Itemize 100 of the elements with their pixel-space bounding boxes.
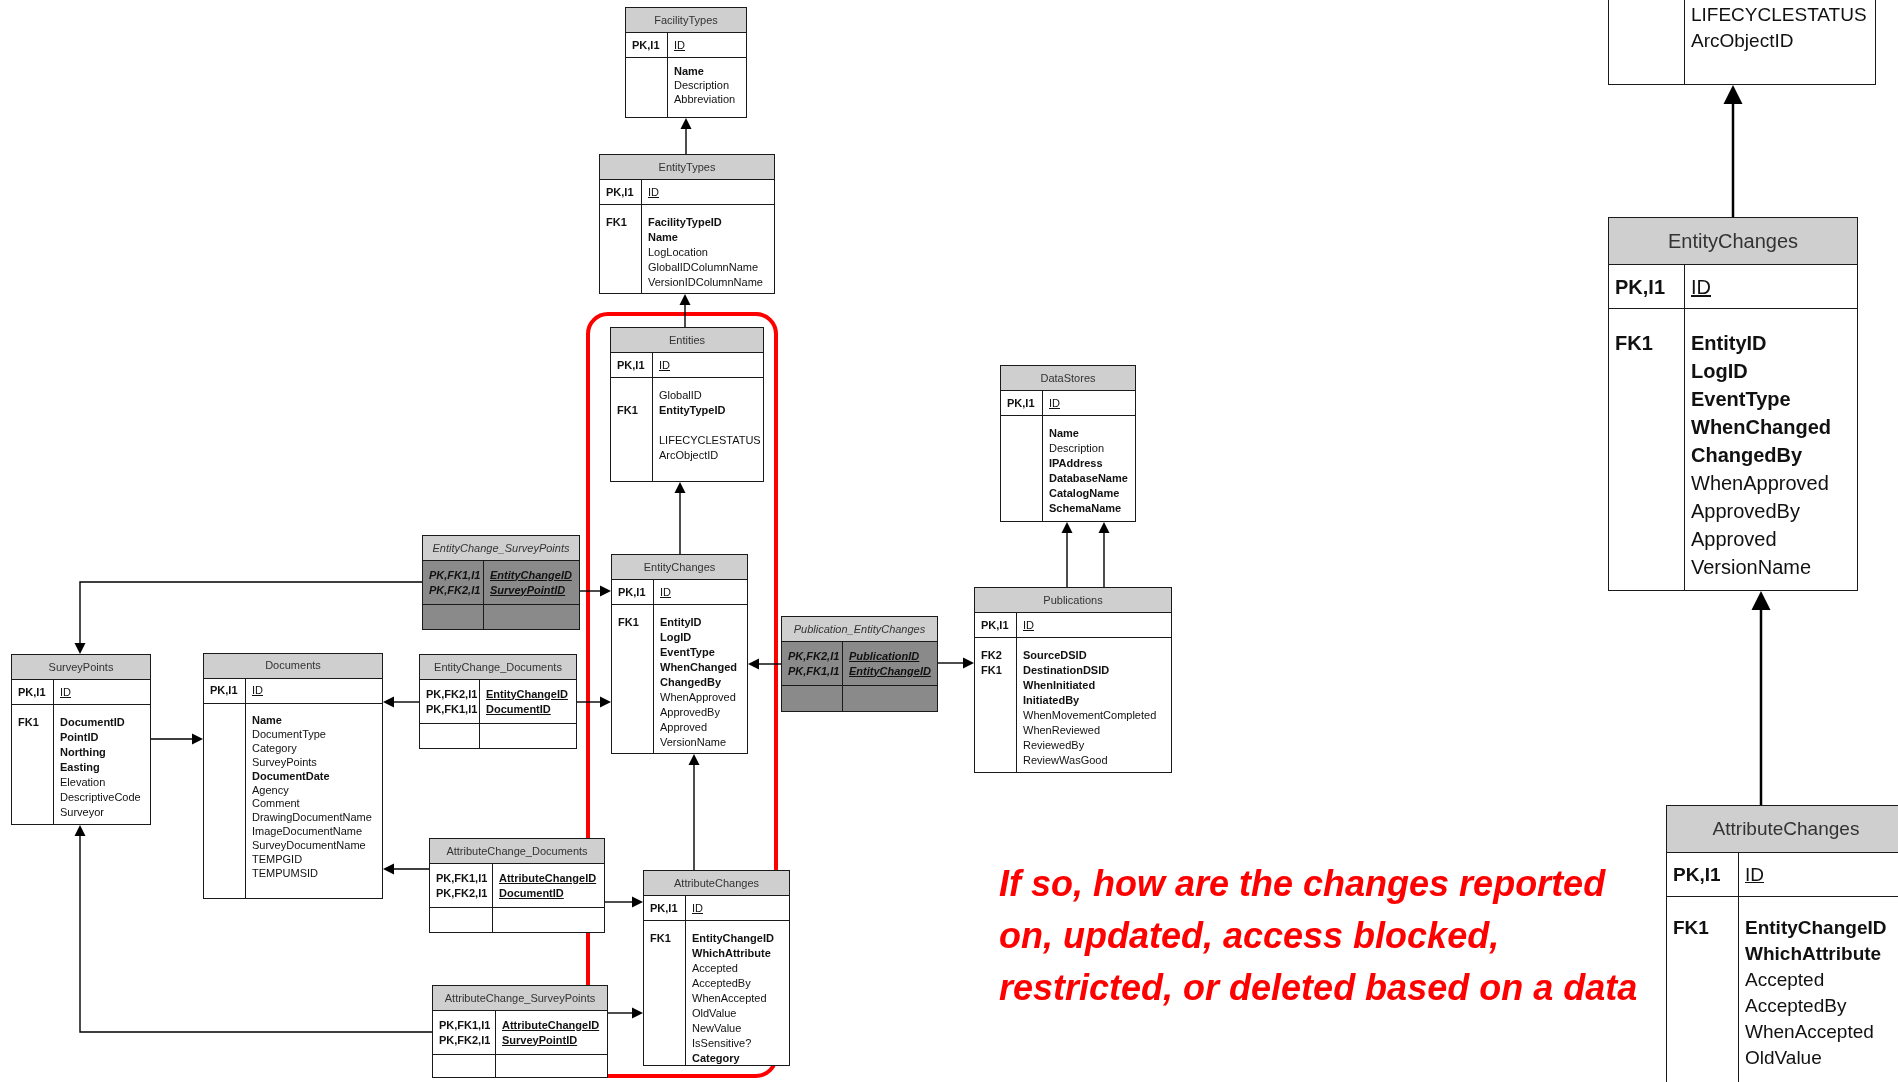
key-label: FK1	[606, 215, 627, 230]
table-title: EntityChange_Documents	[420, 655, 576, 680]
table-title: Documents	[204, 654, 382, 679]
entity-table	[422, 535, 580, 630]
key-label: FK1	[18, 715, 39, 730]
table-title: FacilityTypes	[626, 8, 746, 33]
key-label: PK,FK1,I1 PK,FK2,I1	[439, 1017, 491, 1048]
relationship-arrow	[688, 754, 700, 871]
relationship-arrow	[679, 294, 691, 328]
primary-key-field: ID	[659, 357, 670, 373]
relationship-arrow	[604, 896, 643, 908]
key-label: FK1	[618, 615, 639, 630]
key-label: PK,FK1,I1 PK,FK2,I1	[436, 870, 488, 901]
relationship-arrow	[579, 585, 611, 597]
key-label: PK,FK2,I1 PK,FK1,I1	[788, 648, 840, 679]
field-list: Name Description IPAddress DatabaseName CatalogName SchemaName	[1049, 426, 1128, 516]
table-title: AttributeChanges	[1667, 806, 1898, 853]
entity-table	[643, 870, 790, 1066]
primary-key-field: AttributeChangeID DocumentID	[499, 870, 597, 901]
key-label: PK,I1	[606, 184, 634, 200]
primary-key-field: ID	[1049, 395, 1060, 411]
key-label: PK,FK1,I1 PK,FK2,I1	[429, 567, 481, 598]
primary-key-field: PublicationID EntityChangeID	[849, 648, 931, 679]
key-label: PK,I1	[210, 684, 238, 698]
table-title: Publications	[975, 588, 1171, 613]
relationship-arrow	[1061, 522, 1073, 588]
entity-table	[1666, 805, 1898, 1082]
key-label: FK1	[617, 403, 638, 418]
table-title: EntityChanges	[612, 555, 747, 580]
field-list: EntityID LogID EventType WhenChanged ChangedBy WhenApproved ApprovedBy Approved VersionName	[660, 615, 737, 750]
field-list: EntityChangeID WhichAttribute Accepted AcceptedBy WhenAccepted OldValue	[1745, 915, 1887, 1071]
entity-table	[203, 653, 383, 899]
key-label: FK1	[1615, 331, 1653, 356]
relationship-arrow	[1098, 522, 1110, 588]
key-label: FK2 FK1	[981, 648, 1002, 678]
key-label: PK,FK2,I1 PK,FK1,I1	[426, 686, 478, 717]
entity-table	[610, 327, 764, 482]
key-label: PK,I1	[18, 684, 46, 700]
entity-table	[611, 554, 748, 754]
table-title: SurveyPoints	[12, 655, 150, 680]
key-label: PK,I1	[618, 584, 646, 600]
primary-key-field: EntityChangeID SurveyPointID	[490, 567, 572, 598]
field-list: GlobalID EntityTypeID LIFECYCLESTATUS ArcObjectID	[659, 388, 761, 463]
entity-table	[1608, 217, 1858, 591]
primary-key-field: ID	[1023, 617, 1034, 633]
relationship-arrow	[748, 658, 782, 670]
field-list: EntityChangeID WhichAttribute Accepted AcceptedBy WhenAccepted OldValue NewValue IsSensitive? Category	[692, 931, 774, 1066]
primary-key-field: AttributeChangeID SurveyPointID	[502, 1017, 600, 1048]
primary-key-field: ID	[674, 38, 685, 52]
entity-table	[11, 654, 151, 825]
table-title: AttributeChanges	[644, 871, 789, 896]
table-title: DataStores	[1001, 366, 1135, 391]
relationship-arrow	[383, 696, 420, 708]
key-label: PK,I1	[1007, 395, 1035, 411]
relationship-arrow	[1723, 85, 1743, 217]
primary-key-field: ID	[660, 584, 671, 600]
primary-key-field: ID	[648, 184, 659, 200]
field-list: SourceDSID DestinationDSID WhenInitiated InitiatedBy WhenMovementCompleted WhenReviewed ReviewedBy ReviewWasGood	[1023, 648, 1157, 768]
key-label: FK1	[650, 931, 671, 946]
key-label: PK,I1	[617, 357, 645, 373]
relationship-arrow	[74, 581, 423, 654]
primary-key-field: ID	[1691, 272, 1711, 301]
question-text: If so, how are the changes reported on, updated, access blocked, restricted, or deleted based on a data	[999, 862, 1639, 1010]
field-list: EntityID LogID EventType WhenChanged ChangedBy WhenApproved ApprovedBy Approved VersionName	[1691, 329, 1831, 581]
primary-key-field: EntityChangeID DocumentID	[486, 686, 568, 717]
key-label: FK1	[1673, 916, 1709, 940]
relationship-arrow	[607, 1007, 643, 1019]
relationship-arrow	[150, 733, 203, 745]
entity-table	[599, 154, 775, 294]
entity-table	[419, 654, 577, 749]
field-list: Name DocumentType Category SurveyPoints DocumentDate Agency Comment DrawingDocumentName ImageDocumentName SurveyDocumentName TEMPGID TEMPUMSID	[252, 714, 372, 881]
entity-table	[781, 616, 938, 712]
relationship-arrow	[383, 863, 430, 875]
table-title: Publication_EntityChanges	[782, 617, 937, 642]
field-list: Name Description Abbreviation	[674, 64, 736, 106]
primary-key-field: ID	[1745, 861, 1764, 888]
key-label: PK,I1	[981, 617, 1009, 633]
relationship-arrow	[680, 118, 692, 155]
table-title: Entities	[611, 328, 763, 353]
field-list: FacilityTypeID Name LogLocation GlobalIDColumnName VersionIDColumnName	[648, 215, 763, 290]
entity-table	[1608, 0, 1876, 85]
primary-key-field: ID	[252, 684, 263, 698]
field-list: DocumentID PointID Northing Easting Elevation DescriptiveCode Surveyor	[60, 715, 141, 820]
entity-table	[432, 985, 608, 1078]
table-title: EntityChange_SurveyPoints	[423, 536, 579, 561]
primary-key-field: ID	[60, 684, 71, 700]
relationship-arrow	[937, 657, 974, 669]
table-title: AttributeChange_Documents	[430, 839, 604, 864]
relationship-arrow	[74, 825, 433, 1033]
entity-table	[1000, 365, 1136, 522]
field-list: LIFECYCLESTATUS ArcObjectID	[1691, 2, 1867, 54]
entity-table	[429, 838, 605, 933]
table-title: AttributeChange_SurveyPoints	[433, 986, 607, 1011]
table-title: EntityChanges	[1609, 218, 1857, 265]
entity-table	[974, 587, 1172, 773]
key-label: PK,I1	[1673, 862, 1721, 887]
primary-key-field: ID	[692, 900, 703, 916]
relationship-arrow	[576, 696, 611, 708]
key-label: PK,I1	[1615, 274, 1666, 300]
entity-table	[625, 7, 747, 118]
